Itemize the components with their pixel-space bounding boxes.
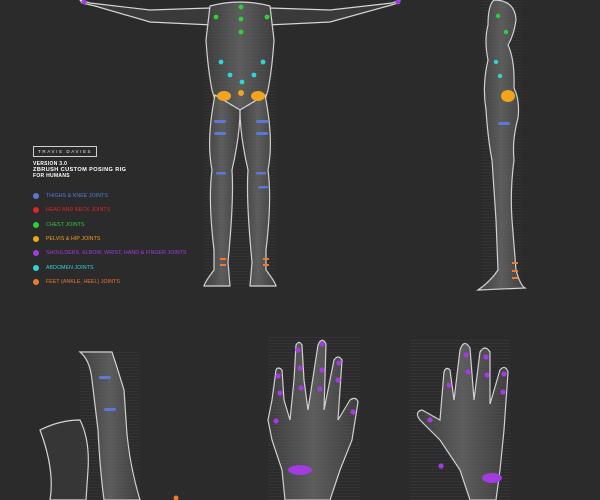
joint-marker: [512, 270, 518, 272]
joint-marker: [217, 91, 231, 101]
legend-panel: TRAVIS DAVIES VERSION 3.0 ZBRUSH CUSTOM …: [33, 140, 203, 289]
joint-marker: [238, 4, 244, 10]
joint-marker: [463, 352, 469, 358]
legend-label: THIGHS & KNEE JOINTS: [46, 193, 108, 200]
joint-markers: [81, 0, 518, 500]
version-label: VERSION 3.0: [33, 161, 68, 167]
joint-marker: [438, 463, 444, 469]
joint-marker: [251, 72, 257, 78]
joint-marker: [336, 360, 342, 366]
joint-marker: [275, 373, 281, 379]
joint-marker: [238, 29, 244, 35]
legend-label: FEET (ANKLE, HEEL) JOINTS: [46, 278, 120, 285]
joint-marker: [263, 258, 269, 260]
legend-item: HEAD AND NECK JOINTS: [33, 203, 203, 217]
legend-label: CHEST JOINTS: [46, 221, 85, 228]
joint-marker: [216, 172, 226, 175]
legend-dot-icon: [33, 250, 39, 257]
joint-marker: [99, 376, 111, 379]
joint-marker: [427, 417, 433, 423]
joint-marker: [256, 120, 268, 123]
joint-marker: [512, 277, 518, 279]
joint-marker: [500, 389, 506, 395]
legend-item: PELVIS & HIP JOINTS: [33, 232, 203, 246]
joint-marker: [501, 90, 515, 102]
joint-marker: [482, 473, 502, 483]
legend-dot-icon: [33, 207, 39, 214]
joint-marker: [263, 264, 269, 266]
joint-marker: [501, 371, 507, 377]
joint-marker: [220, 258, 226, 260]
joint-marker: [484, 372, 490, 378]
joint-marker: [446, 382, 452, 388]
joint-marker: [214, 120, 226, 123]
joint-marker: [218, 59, 224, 65]
legend-dot-icon: [33, 193, 39, 200]
legend-item: THIGHS & KNEE JOINTS: [33, 189, 203, 203]
joint-marker: [260, 59, 266, 65]
side-body-figure: [475, 0, 528, 291]
joint-marker: [465, 369, 471, 375]
joint-marker: [104, 408, 116, 411]
front-body-figure: [79, 0, 401, 287]
joint-marker: [495, 13, 501, 19]
legend-item: SHOULDERS, ELBOW, WRIST, HAND & FINGER J…: [33, 246, 203, 260]
legend-label: PELVIS & HIP JOINTS: [46, 236, 101, 243]
brand-logo: TRAVIS DAVIES: [33, 146, 98, 157]
legend-item: FEET (ANKLE, HEEL) JOINTS: [33, 275, 203, 289]
legend-list: THIGHS & KNEE JOINTS HEAD AND NECK JOINT…: [33, 189, 203, 289]
joint-marker: [277, 390, 283, 396]
joint-marker: [227, 72, 233, 78]
joint-marker: [238, 16, 244, 22]
legend-item: ABDOMEN JOINTS: [33, 260, 203, 274]
joint-marker: [238, 90, 244, 96]
joint-marker: [503, 29, 509, 35]
joint-marker: [395, 0, 401, 5]
joint-marker: [220, 264, 226, 266]
joint-marker: [173, 495, 179, 500]
legend-label: ABDOMEN JOINTS: [46, 264, 94, 271]
joint-marker: [256, 172, 266, 175]
legend-label: SHOULDERS, ELBOW, WRIST, HAND & FINGER J…: [46, 250, 187, 257]
joint-marker: [298, 385, 304, 391]
legend-dot-icon: [33, 278, 39, 285]
joint-marker: [319, 341, 325, 347]
joint-marker: [498, 122, 510, 125]
hand-back-figure: [267, 336, 360, 500]
joint-marker: [273, 418, 279, 424]
joint-marker: [497, 73, 503, 79]
joint-marker: [258, 186, 268, 189]
legend-label: HEAD AND NECK JOINTS: [46, 207, 111, 214]
joint-marker: [335, 377, 341, 383]
legend-dot-icon: [33, 221, 39, 228]
joint-marker: [288, 465, 312, 475]
joint-marker: [493, 59, 499, 65]
joint-marker: [264, 14, 270, 20]
joint-marker: [319, 367, 325, 373]
joint-marker: [297, 365, 303, 371]
legend-item: CHEST JOINTS: [33, 218, 203, 232]
joint-marker: [239, 79, 245, 85]
joint-marker: [256, 132, 268, 135]
joint-marker: [350, 409, 356, 415]
joint-marker: [251, 91, 265, 101]
joint-marker: [483, 354, 489, 360]
joint-marker: [317, 386, 323, 392]
rig-subtitle: FOR HUMANS: [33, 173, 70, 179]
legend-dot-icon: [33, 236, 39, 243]
legend-dot-icon: [33, 264, 39, 271]
leg-closeup-figure: [39, 351, 141, 500]
joint-marker: [81, 0, 87, 5]
joint-marker: [512, 262, 518, 264]
hand-palm-figure: [410, 338, 510, 500]
joint-marker: [213, 14, 219, 20]
joint-marker: [295, 347, 301, 353]
rig-title: ZBRUSH CUSTOM POSING RIG: [33, 167, 127, 173]
joint-marker: [214, 132, 226, 135]
